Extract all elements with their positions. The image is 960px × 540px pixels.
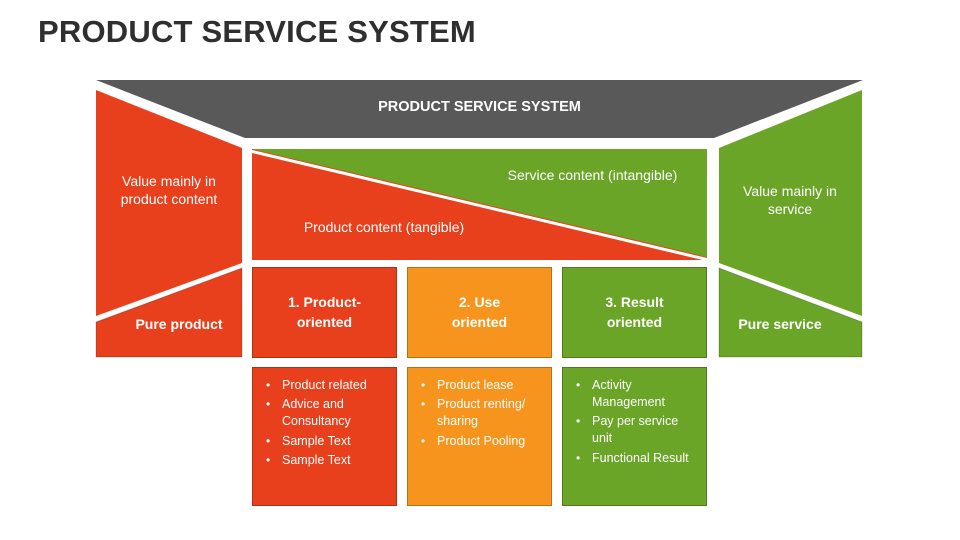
- list-item: Functional Result: [573, 450, 700, 467]
- category-details-use-oriented: Product lease Product renting/ sharing P…: [407, 367, 552, 506]
- category-header-use-oriented: 2. Use oriented: [407, 267, 552, 358]
- pure-service-shape: [718, 267, 863, 358]
- list-item: Sample Text: [263, 452, 390, 469]
- list-item: Product related: [263, 377, 390, 394]
- category-title: 2. Use oriented: [451, 294, 508, 330]
- list-item: Product lease: [418, 377, 545, 394]
- list-item: Pay per service unit: [573, 413, 700, 447]
- list-item: Sample Text: [263, 433, 390, 450]
- category-header-product-oriented: 1. Product-oriented: [252, 267, 397, 358]
- product-content-label: Product content (tangible): [303, 218, 465, 235]
- right-panel-label: Value mainly in service: [743, 182, 837, 217]
- list-item: Advice and Consultancy: [263, 396, 390, 430]
- center-divider: [249, 149, 710, 262]
- bullet-list: Activity Management Pay per service unit…: [573, 377, 700, 469]
- list-item: Product Pooling: [418, 433, 545, 450]
- left-panel-shape: [96, 90, 242, 316]
- pure-product-label: Pure product: [135, 315, 223, 332]
- banner-shape: [96, 80, 863, 138]
- bullet-list: Product related Advice and Consultancy S…: [263, 377, 390, 471]
- bullet-list: Product lease Product renting/ sharing P…: [418, 377, 545, 452]
- category-details-product-oriented: Product related Advice and Consultancy S…: [252, 367, 397, 506]
- banner-label: PRODUCT SERVICE SYSTEM: [378, 98, 581, 115]
- category-details-result-oriented: Activity Management Pay per service unit…: [562, 367, 707, 506]
- list-item: Product renting/ sharing: [418, 396, 545, 430]
- list-item: Activity Management: [573, 377, 700, 411]
- right-panel-shape: [719, 90, 862, 316]
- pure-product-shape: [95, 267, 243, 358]
- category-header-result-oriented: 3. Result oriented: [562, 267, 707, 358]
- service-content-label: Service content (intangible): [507, 166, 678, 183]
- pure-service-label: Pure service: [738, 315, 822, 332]
- left-panel-label: Value mainly in product content: [120, 172, 218, 207]
- service-content-shape: [252, 149, 707, 257]
- page-title: PRODUCT SERVICE SYSTEM: [38, 14, 476, 49]
- category-title: 1. Product-oriented: [287, 294, 362, 330]
- category-title: 3. Result oriented: [605, 294, 664, 330]
